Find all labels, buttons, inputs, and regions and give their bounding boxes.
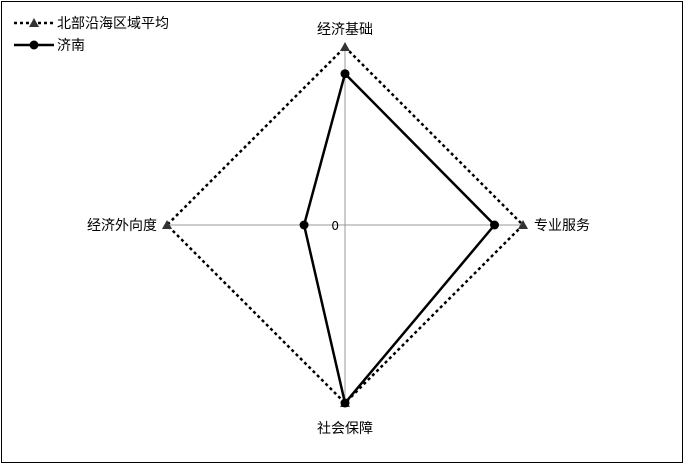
- legend-label-0: 北部沿海区域平均: [57, 16, 169, 32]
- center-tick-label: 0: [331, 219, 339, 233]
- axis-label-0: 经济基础: [317, 21, 373, 38]
- axis-label-2: 社会保障: [317, 421, 373, 437]
- series-0-point-3: [162, 220, 172, 229]
- series-line-1: [302, 71, 497, 406]
- series-0-point-1: [518, 220, 528, 229]
- series-1-point-2: [340, 398, 350, 408]
- series-1-point-1: [490, 220, 500, 230]
- legend-label-1: 济南: [57, 38, 85, 54]
- series-0-point-0: [340, 42, 350, 51]
- axis-label-3: 经济外向度: [87, 218, 157, 234]
- axis-lines: [167, 47, 523, 403]
- series-1-point-3: [299, 220, 309, 230]
- axis-label-1: 专业服务: [534, 218, 590, 234]
- legend-marker-1: [29, 40, 39, 50]
- legend-marker-0: [29, 18, 39, 27]
- markers-layer: [162, 42, 528, 408]
- series-1-point-0: [340, 69, 350, 79]
